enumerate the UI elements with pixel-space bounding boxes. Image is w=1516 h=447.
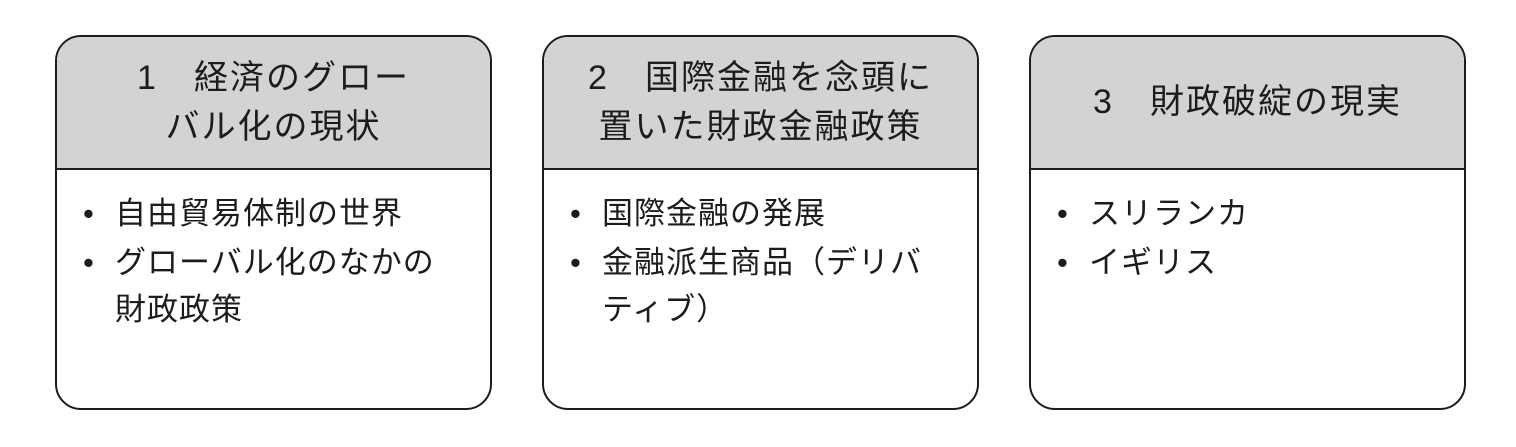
- card-2: 2 国際金融を念頭に 置いた財政金融政策 • 国際金融の発展 • 金融派生商品（…: [542, 35, 979, 410]
- bullet-icon: •: [1057, 196, 1069, 231]
- cards-row: 1 経済のグロー バル化の現状 • 自由貿易体制の世界 • グローバル化のなかの…: [55, 35, 1466, 410]
- list-item-text: イギリス: [1089, 245, 1217, 281]
- list-item-text: スリランカ: [1089, 196, 1249, 231]
- card-2-header: 2 国際金融を念頭に 置いた財政金融政策: [544, 37, 977, 170]
- card-3: 3 財政破綻の現実 • スリランカ • イギリス: [1029, 35, 1466, 410]
- card-1-header: 1 経済のグロー バル化の現状: [57, 37, 490, 170]
- list-item: • 国際金融の発展: [570, 190, 959, 237]
- card-1-title-line-1: 1 経済のグロー: [137, 59, 410, 98]
- card-1: 1 経済のグロー バル化の現状 • 自由貿易体制の世界 • グローバル化のなかの…: [55, 35, 492, 410]
- card-3-header: 3 財政破綻の現実: [1031, 37, 1464, 170]
- list-item: • イギリス: [1057, 239, 1446, 286]
- list-item-text: 金融派生商品（デリバ ティブ）: [602, 245, 922, 328]
- list-item: • グローバル化のなかの 財政政策: [83, 239, 472, 333]
- list-item-text: 自由貿易体制の世界: [115, 196, 403, 231]
- card-3-title-line-1: 3 財政破綻の現実: [1093, 83, 1402, 122]
- bullet-icon: •: [570, 245, 582, 281]
- card-2-title-line-1: 2 国際金融を念頭に: [588, 59, 933, 98]
- list-item: • スリランカ: [1057, 190, 1446, 237]
- bullet-icon: •: [83, 245, 95, 281]
- bullet-icon: •: [1057, 245, 1069, 281]
- bullet-icon: •: [83, 196, 95, 231]
- bullet-icon: •: [570, 196, 582, 231]
- card-1-body: • 自由貿易体制の世界 • グローバル化のなかの 財政政策: [57, 170, 490, 408]
- card-1-title-line-2: バル化の現状: [165, 107, 382, 146]
- list-item: • 自由貿易体制の世界: [83, 190, 472, 237]
- list-item-text: グローバル化のなかの 財政政策: [115, 245, 435, 328]
- list-item-text: 国際金融の発展: [602, 196, 826, 231]
- card-2-body: • 国際金融の発展 • 金融派生商品（デリバ ティブ）: [544, 170, 977, 408]
- card-2-title-line-2: 置いた財政金融政策: [598, 107, 923, 146]
- list-item: • 金融派生商品（デリバ ティブ）: [570, 239, 959, 333]
- card-3-body: • スリランカ • イギリス: [1031, 170, 1464, 408]
